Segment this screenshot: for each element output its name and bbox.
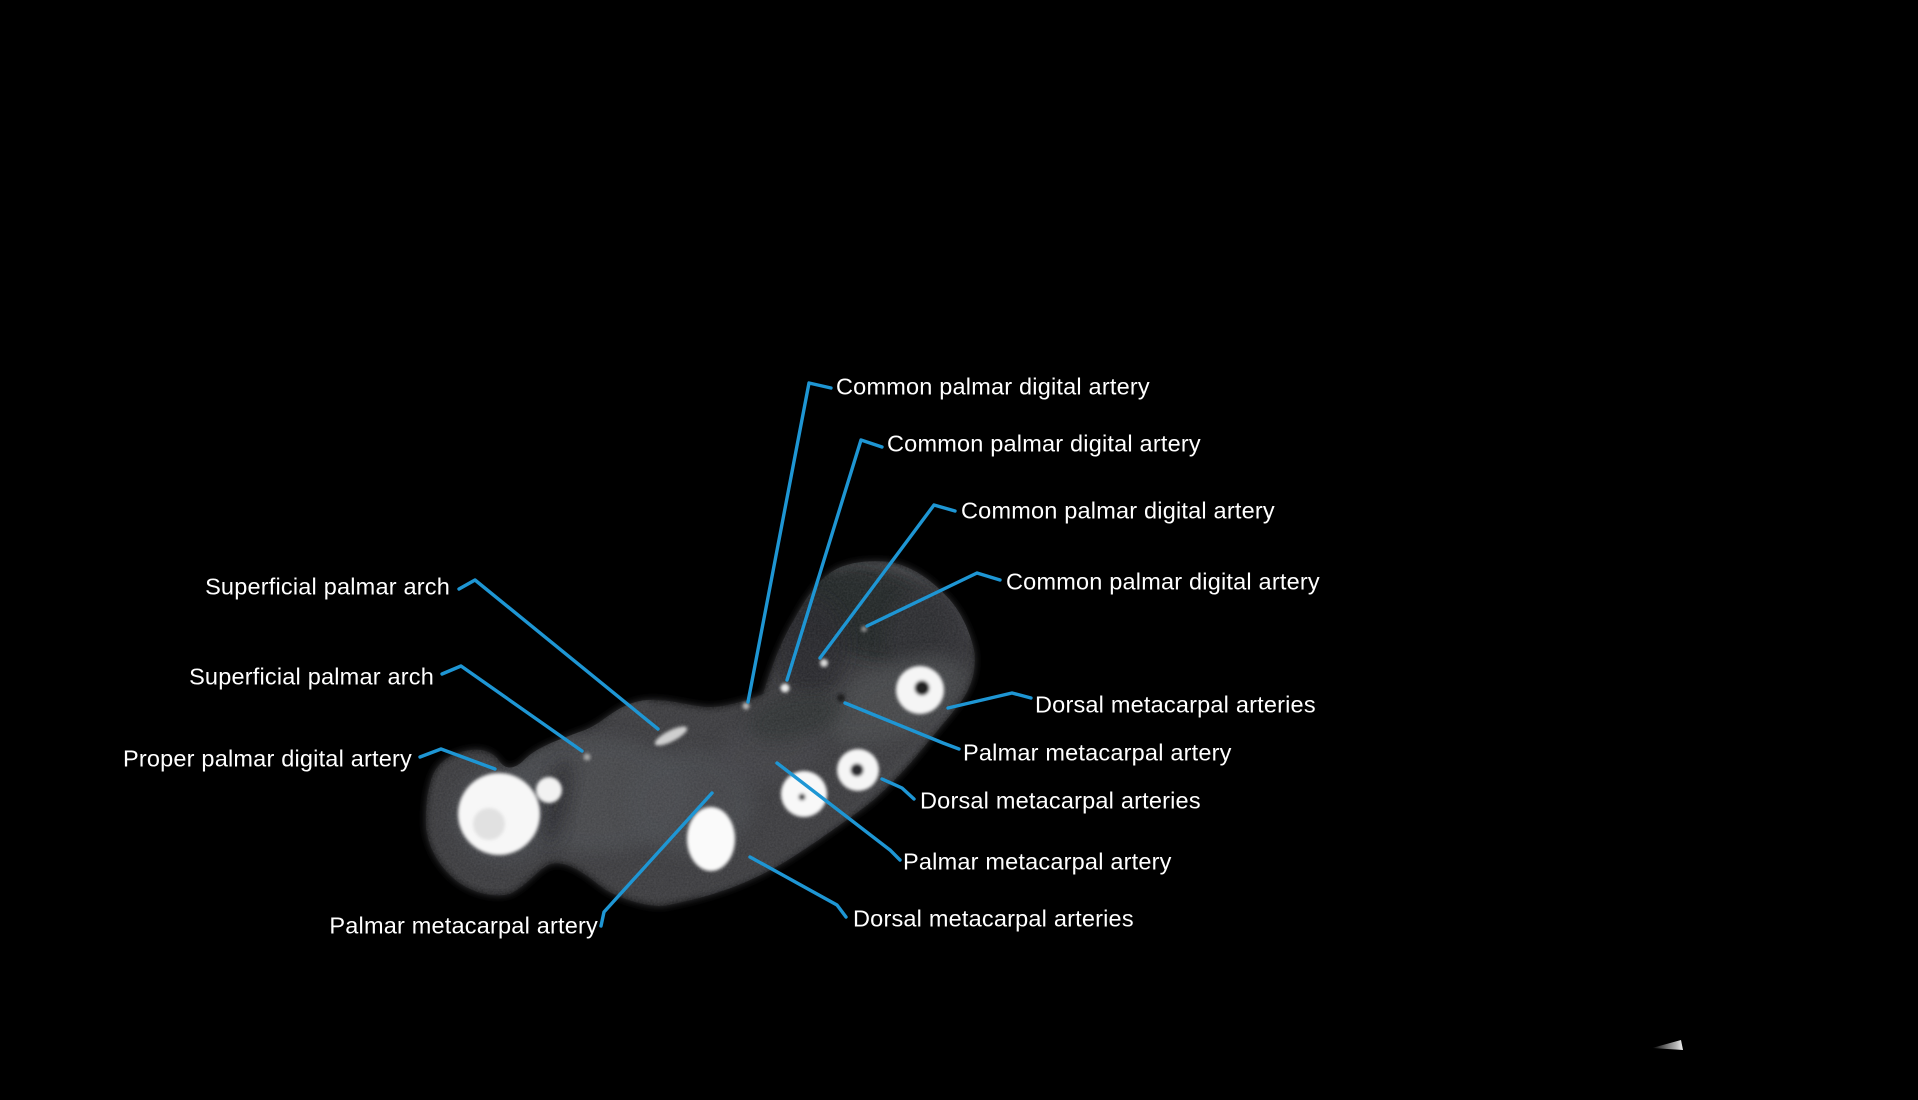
metacarpal-bone	[687, 807, 735, 871]
label-common-palmar-digital-artery-2: Common palmar digital artery	[887, 430, 1201, 457]
artery-dot	[583, 753, 591, 761]
leader-spa-2	[440, 664, 584, 753]
leader-pma-2	[775, 761, 902, 862]
bones-and-vessels	[458, 626, 944, 871]
leader-pma-1	[843, 701, 961, 751]
leader-dma-2	[880, 777, 916, 801]
leader-ppda	[418, 747, 497, 771]
superficial-palmar-arch-vessel	[654, 726, 688, 746]
label-common-palmar-digital-artery-1: Common palmar digital artery	[836, 373, 1150, 400]
leader-cpda-1	[746, 381, 833, 704]
marrow-cavity	[850, 763, 864, 777]
label-common-palmar-digital-artery-3: Common palmar digital artery	[961, 497, 1275, 524]
metacarpal-bone	[781, 771, 827, 817]
label-dorsal-metacarpal-arteries-2: Dorsal metacarpal arteries	[920, 787, 1201, 814]
leader-cpda-3	[818, 503, 957, 660]
label-palmar-metacarpal-artery-2: Palmar metacarpal artery	[903, 848, 1172, 875]
label-proper-palmar-digital-artery: Proper palmar digital artery	[122, 745, 412, 772]
leader-spa-1	[457, 578, 660, 731]
bone-texture	[473, 808, 505, 840]
leader-dma-1	[946, 691, 1033, 710]
marrow-cavity	[914, 680, 930, 696]
artery-dot	[742, 702, 750, 710]
label-superficial-palmar-arch-1: Superficial palmar arch	[205, 573, 450, 600]
bright-streak-artifact	[1652, 1040, 1683, 1050]
sesamoid-bone	[536, 777, 562, 803]
label-dorsal-metacarpal-arteries-1: Dorsal metacarpal arteries	[1035, 691, 1316, 718]
label-palmar-metacarpal-artery-3: Palmar metacarpal artery	[329, 912, 598, 939]
artery-dot	[820, 659, 828, 667]
leader-cpda-4	[865, 571, 1002, 628]
artery-dot	[861, 626, 867, 632]
label-dorsal-metacarpal-arteries-3: Dorsal metacarpal arteries	[853, 905, 1134, 932]
bone-canal	[798, 793, 806, 801]
leader-dma-3	[748, 855, 848, 919]
artery-dot	[780, 683, 790, 693]
leader-lines	[418, 381, 1033, 928]
artery-dark-dot	[837, 694, 845, 702]
label-palmar-metacarpal-artery-1: Palmar metacarpal artery	[963, 739, 1232, 766]
label-common-palmar-digital-artery-4: Common palmar digital artery	[1006, 568, 1320, 595]
leader-pma-3	[599, 791, 714, 928]
leader-cpda-2	[785, 438, 884, 682]
label-superficial-palmar-arch-2: Superficial palmar arch	[189, 663, 434, 690]
